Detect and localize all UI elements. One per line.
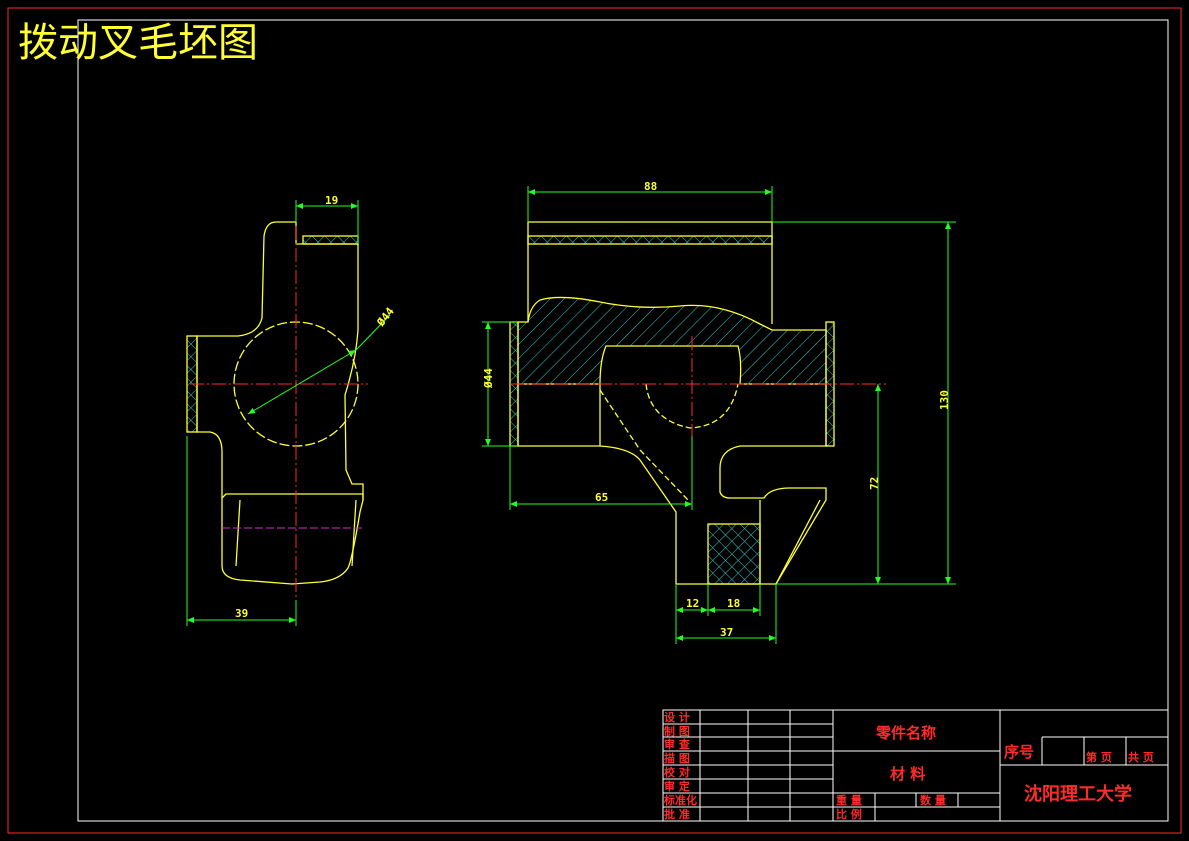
tb-part-name: 零件名称 xyxy=(875,724,936,742)
right-dimensions xyxy=(482,186,956,644)
left-top-strip xyxy=(302,235,359,245)
tb-quantity: 数 量 xyxy=(920,793,946,807)
right-foot-block xyxy=(707,523,761,585)
right-lower-left xyxy=(517,384,677,584)
tb-weight: 重 量 xyxy=(836,793,862,807)
tb-row-7: 标准化 xyxy=(663,793,697,807)
tb-material: 材 料 xyxy=(890,765,925,783)
tb-row-3: 审 查 xyxy=(664,737,690,751)
tb-seq-no: 序号 xyxy=(1004,743,1034,761)
right-top-strip xyxy=(527,235,773,245)
left-centerlines xyxy=(190,226,368,620)
tb-row-5: 校 对 xyxy=(664,765,690,779)
dim-37: 37 xyxy=(720,626,733,639)
right-centerlines xyxy=(510,336,886,436)
tb-total-pages: 共 页 xyxy=(1128,750,1154,764)
left-view xyxy=(186,221,364,585)
tb-row-8: 批 准 xyxy=(664,807,690,821)
title-block-labels: 设 计 制 图 审 查 描 图 校 对 审 定 标准化 批 准 零件名称 材 料… xyxy=(663,710,1154,821)
left-view-outline-upper xyxy=(196,221,296,498)
right-bore-arc xyxy=(645,383,739,429)
dim-65: 65 xyxy=(595,491,608,504)
title-block xyxy=(662,709,1169,822)
tb-page-no: 第 页 xyxy=(1086,750,1112,764)
left-dimensions xyxy=(186,200,391,626)
dim-44-right: Ø44 xyxy=(482,368,495,389)
right-section-hatch xyxy=(517,296,827,385)
tb-row-6: 审 定 xyxy=(664,779,690,793)
drawing-title: 拨动叉毛坯图 xyxy=(18,20,258,66)
right-slope xyxy=(599,389,689,501)
tb-row-1: 设 计 xyxy=(664,710,690,724)
tb-scale: 比 例 xyxy=(836,807,862,821)
dim-18: 18 xyxy=(727,597,740,610)
dim-19: 19 xyxy=(325,194,338,207)
drawing-frame xyxy=(77,19,1169,822)
tb-row-2: 制 图 xyxy=(664,724,690,738)
right-lower-right xyxy=(719,384,827,585)
dim-130: 130 xyxy=(938,390,951,410)
dim-72: 72 xyxy=(868,477,881,490)
tb-row-4: 描 图 xyxy=(664,751,690,765)
dim-12: 12 xyxy=(686,597,699,610)
left-fork-inner xyxy=(235,499,357,567)
dim-88: 88 xyxy=(644,180,657,193)
right-foot-slope xyxy=(759,499,821,585)
right-view xyxy=(509,221,835,585)
right-top-block xyxy=(527,221,773,324)
dim-44-left: Ø44 xyxy=(374,305,397,330)
left-fork-lower xyxy=(221,493,364,585)
dim-39: 39 xyxy=(235,607,248,620)
sheet-border xyxy=(7,7,1182,834)
tb-school: 沈阳理工大学 xyxy=(1024,783,1132,805)
